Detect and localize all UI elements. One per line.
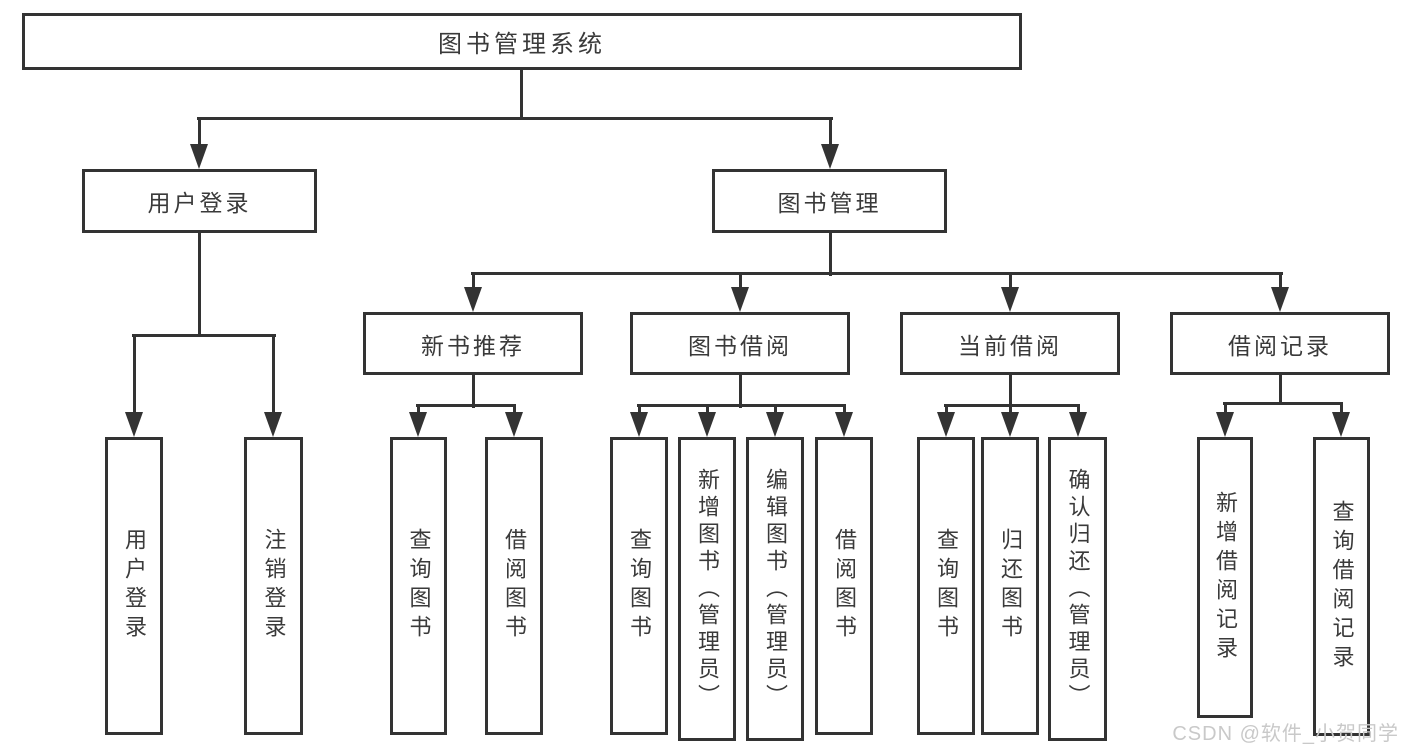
leaf-label: 借阅图书 [832,528,857,644]
connector-g5-shaft [1224,402,1227,418]
leaf-label: 新增借阅记录 [1213,490,1238,665]
leaf-label: 借阅图书 [502,528,527,644]
connector-g3-shaft [843,404,846,418]
connector-g3-hline [637,404,846,407]
arrow-down-icon [821,144,839,169]
connector-g1-shaft [272,334,275,416]
node-book-borrowing: 图书借阅 [630,312,850,375]
connector-l3-shaft [1009,272,1012,292]
watermark: CSDN @软件_小贺同学 [1172,723,1399,745]
connector-g2-shaft [417,404,420,418]
leaf-logout: 注销登录 [244,437,303,735]
connector-root-shaft [520,70,523,120]
node-new-book-recommend: 新书推荐 [363,312,583,375]
leaf-add-borrow-record: 新增借阅记录 [1197,437,1253,718]
arrow-down-icon [731,287,749,312]
arrow-down-icon [505,412,523,437]
arrow-down-icon [409,412,427,437]
arrow-down-icon [1332,412,1350,437]
leaf-label: 用户登录 [122,528,147,644]
connector-g2-shaft [513,404,516,418]
leaf-label: 注销登录 [261,528,287,644]
arrow-down-icon [1271,287,1289,312]
arrow-down-icon [1069,412,1087,437]
connector-l2-hline [197,117,833,120]
connector-g3-shaft [706,404,709,418]
connector-g4-hline [944,404,1080,407]
connector-l2-left-shaft [198,117,201,147]
arrow-down-icon [1001,287,1019,312]
arrow-down-icon [1001,412,1019,437]
connector-g2-hline [416,404,516,407]
node-book-management: 图书管理 [712,169,947,233]
connector-g4-shaft [1077,404,1080,418]
leaf-query-books-3: 查询图书 [917,437,975,735]
leaf-label: 查询借阅记录 [1329,499,1355,674]
connector-g3-shaft [638,404,641,418]
leaf-query-borrow-record: 查询借阅记录 [1313,437,1370,736]
arrow-down-icon [264,412,282,437]
connector-g5-hline [1223,402,1343,405]
leaf-label: 查询图书 [627,528,652,644]
leaf-borrow-books-2: 借阅图书 [815,437,873,735]
leaf-label: 查询图书 [406,528,432,644]
connector-borrowing-shaft [739,374,742,408]
leaf-query-books-1: 查询图书 [390,437,447,735]
node-user-login: 用户登录 [82,169,317,233]
leaf-return-books: 归还图书 [981,437,1039,735]
connector-l3-hline [471,272,1283,275]
connector-current-shaft [1009,374,1012,408]
leaf-label: 确认归还（管理员） [1065,467,1091,711]
connector-l3-shaft [739,272,742,292]
connector-g1-shaft [133,334,136,416]
leaf-edit-books-admin: 编辑图书（管理员） [746,437,804,741]
arrow-down-icon [766,412,784,437]
arrow-down-icon [630,412,648,437]
arrow-down-icon [698,412,716,437]
leaf-add-books-admin: 新增图书（管理员） [678,437,736,741]
connector-g4-shaft [1009,404,1012,418]
leaf-label: 归还图书 [998,528,1023,644]
node-root: 图书管理系统 [22,13,1022,70]
leaf-confirm-return-admin: 确认归还（管理员） [1048,437,1107,741]
connector-l2-right-shaft [829,117,832,147]
arrow-down-icon [937,412,955,437]
connector-records-shaft [1279,374,1282,405]
connector-newbooks-shaft [472,374,475,408]
connector-l3-shaft [472,272,475,292]
connector-g4-shaft [945,404,948,418]
connector-l3-shaft [1279,272,1282,292]
leaf-user-login: 用户登录 [105,437,163,735]
arrow-down-icon [1216,412,1234,437]
leaf-label: 查询图书 [934,528,959,644]
connector-g1-hline [132,334,276,337]
arrow-down-icon [125,412,143,437]
leaf-query-books-2: 查询图书 [610,437,668,735]
connector-bookmgmt-shaft [829,231,832,276]
arrow-down-icon [464,287,482,312]
connector-userlogin-shaft [198,231,201,337]
node-borrowing-records: 借阅记录 [1170,312,1390,375]
arrow-down-icon [190,144,208,169]
leaf-label: 编辑图书（管理员） [763,467,788,711]
arrow-down-icon [835,412,853,437]
connector-g5-shaft [1340,402,1343,418]
connector-g3-shaft [774,404,777,418]
node-current-borrowing: 当前借阅 [900,312,1120,375]
leaf-label: 新增图书（管理员） [695,467,720,711]
leaf-borrow-books-1: 借阅图书 [485,437,543,735]
